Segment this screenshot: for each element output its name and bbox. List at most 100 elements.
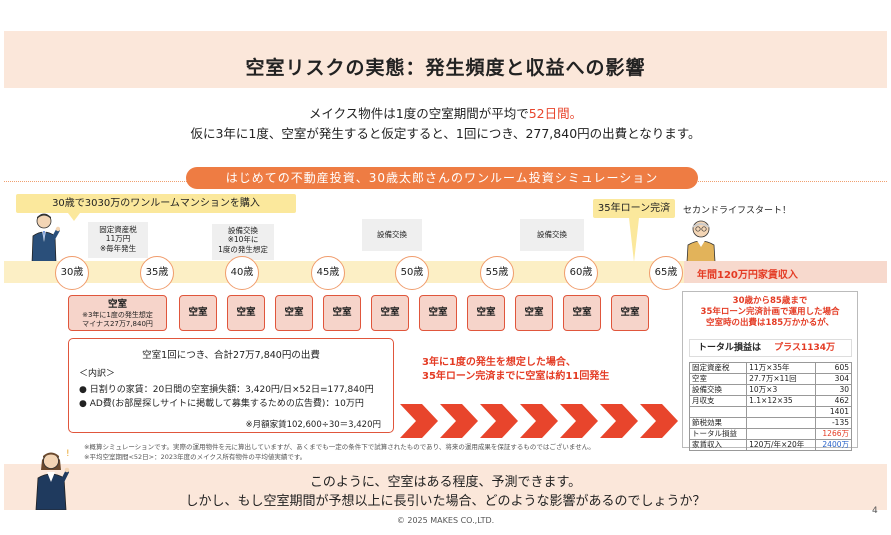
cell-label: 固定資産税 bbox=[688, 362, 748, 374]
vacancy-frequency-note: 3年に1度の発生を想定した場合、 35年ローン完済までに空室は約11回発生 bbox=[422, 356, 642, 383]
table-row: トータル損益 1266万 bbox=[688, 428, 853, 440]
disclaimer-line: ※概算シミュレーションです。実際の運用物件を元に算出していますが、あくまでも一定… bbox=[84, 443, 595, 451]
intro-line-1: メイクス物件は1度の空室期間が平均で52日間。 bbox=[0, 103, 891, 122]
vacancy-box: 空室 bbox=[275, 295, 313, 331]
vacancy-box: 空室 bbox=[467, 295, 505, 331]
annual-income-label: 年間120万円家賃収入 bbox=[697, 270, 798, 281]
age-marker: 40歳 bbox=[225, 256, 259, 290]
total-profit-value: プラス1134万 bbox=[774, 343, 836, 353]
event-line: 固定資産税 bbox=[99, 225, 137, 234]
panel-heading: 30歳から85歳まで 35年ローン完済計画で運用した場合 空室時の出費は185万… bbox=[683, 296, 857, 329]
page-title: 空室リスクの実態：発生頻度と収益への影響 bbox=[245, 57, 646, 79]
cost-breakdown-box: 空室1回につき、合計27万7,840円の出費 ＜内訳＞ ● 日割りの家賃：20日… bbox=[68, 338, 394, 433]
cell-value: 605 bbox=[814, 362, 853, 374]
note-line: 35年ローン完済までに空室は約11回発生 bbox=[422, 370, 610, 382]
cell-label: 節税効果 bbox=[688, 417, 748, 429]
intro-line-1-accent: 52日間。 bbox=[528, 106, 583, 121]
vacancy-box: 空室 bbox=[515, 295, 553, 331]
cell-label bbox=[688, 406, 748, 418]
cell-value: 462 bbox=[814, 395, 853, 407]
intro-line-1-prefix: メイクス物件は1度の空室期間が平均で bbox=[308, 106, 529, 121]
second-life-label: セカンドライフスタート！ bbox=[683, 206, 792, 216]
vacancy-first-box: 空室 ※3年に1度の発生想定 マイナス27万7,840円 bbox=[68, 295, 167, 331]
event-equipment-replacement: 設備交換 bbox=[520, 219, 584, 251]
age-marker: 65歳 bbox=[649, 256, 683, 290]
age-marker: 60歳 bbox=[564, 256, 598, 290]
breakdown-ad-fee: ● AD費(お部屋探しサイトに掲載して募集するための広告費)：10万円 bbox=[79, 399, 364, 409]
chevron-arrows-icon bbox=[400, 404, 678, 438]
age-marker: 35歳 bbox=[140, 256, 174, 290]
age-marker: 55歳 bbox=[480, 256, 514, 290]
cell-value: 30 bbox=[814, 384, 853, 396]
note-line: 3年に1度の発生を想定した場合、 bbox=[422, 357, 576, 368]
vacancy-box: 空室 bbox=[419, 295, 457, 331]
cell-label: 月収支 bbox=[688, 395, 748, 407]
copyright: © 2025 MAKES CO.,LTD. bbox=[396, 516, 495, 525]
vacancy-box: 空室 bbox=[179, 295, 217, 331]
svg-text:!: ! bbox=[66, 449, 70, 459]
breakdown-rent-loss: ● 日割りの家賃：20日間の空室損失額：3,420円/日×52日=177,840… bbox=[79, 385, 374, 395]
vacancy-label: 空室 bbox=[107, 299, 127, 310]
vacancy-box: 空室 bbox=[371, 295, 409, 331]
page-number: 4 bbox=[872, 506, 878, 516]
cell-label: トータル損益 bbox=[688, 428, 748, 440]
title-band bbox=[4, 31, 887, 88]
conclusion-line-2: しかし、もし空室期間が予想以上に長引いた場合、どのような影響があるのでしょうか？ bbox=[185, 494, 706, 509]
simulation-title-bar: はじめての不動産投資、30歳太郎さんのワンルーム投資シミュレーション bbox=[186, 167, 698, 189]
panel-head-line: 空室時の出費は185万かかるが、 bbox=[705, 318, 835, 329]
vacancy-note: ※3年に1度の発生想定 bbox=[82, 311, 153, 320]
elderly-man-icon bbox=[686, 220, 716, 262]
event-property-tax: 固定資産税 11万円 ※毎年発生 bbox=[88, 222, 148, 258]
panel-head-line: 30歳から85歳まで bbox=[732, 296, 808, 306]
event-equipment-replacement: 設備交換 bbox=[362, 219, 422, 251]
conclusion-band bbox=[4, 464, 887, 510]
cell-value: 1266万 bbox=[814, 428, 853, 440]
event-line: ※10年に bbox=[227, 235, 259, 245]
age-marker: 45歳 bbox=[311, 256, 345, 290]
vacancy-box: 空室 bbox=[563, 295, 601, 331]
cell-calc bbox=[746, 417, 816, 429]
intro-line-2: 仮に3年に1度、空室が発生すると仮定すると、1回につき、277,840円の出費と… bbox=[190, 126, 701, 141]
cell-label: 空室 bbox=[688, 373, 748, 385]
cell-calc: 1.1×12×35 bbox=[746, 395, 816, 407]
breakdown-subtitle: ＜内訳＞ bbox=[79, 369, 116, 379]
vacancy-box: 空室 bbox=[227, 295, 265, 331]
cell-value: 304 bbox=[814, 373, 853, 385]
cell-label: 家賃収入 bbox=[688, 439, 748, 451]
breakdown-note: ※月額家賃102,600÷30＝3,420円 bbox=[245, 420, 381, 430]
cell-value: 1401 bbox=[814, 406, 853, 418]
cell-calc bbox=[746, 406, 816, 418]
vacancy-box: 空室 bbox=[611, 295, 649, 331]
cell-calc: 11万×35年 bbox=[746, 362, 816, 374]
profit-summary-panel: 30歳から85歳まで 35年ローン完済計画で運用した場合 空室時の出費は185万… bbox=[682, 291, 858, 451]
cell-calc bbox=[746, 428, 816, 440]
cell-calc: 27.7万×11回 bbox=[746, 373, 816, 385]
event-line: 設備交換 bbox=[228, 226, 258, 235]
event-line: 1度の発生想定 bbox=[218, 244, 268, 254]
vacancy-cost: マイナス27万7,840円 bbox=[82, 320, 153, 329]
cell-label: 設備交換 bbox=[688, 384, 748, 396]
age-marker: 30歳 bbox=[55, 256, 89, 290]
table-row: 1401 bbox=[688, 406, 853, 418]
purchase-banner: 30歳で3030万のワンルームマンションを購入 bbox=[16, 194, 296, 221]
businessman-icon bbox=[31, 213, 60, 264]
total-profit-bar: トータル損益は プラス1134万 bbox=[689, 339, 852, 357]
disclaimer-line: ※平均空室期間<52日>：2023年度のメイクス所有物件の平均値実績です。 bbox=[84, 453, 307, 461]
total-profit-prefix: トータル損益は bbox=[698, 343, 762, 353]
businesswoman-icon: ! bbox=[35, 449, 70, 510]
conclusion-line-1: このように、空室はある程度、予測できます。 bbox=[309, 475, 582, 490]
event-line: ※毎年発生 bbox=[99, 243, 137, 253]
event-line: 11万円 bbox=[105, 234, 131, 244]
cell-calc: 120万/年×20年 bbox=[746, 439, 816, 451]
event-equipment-replacement: 設備交換 ※10年に 1度の発生想定 bbox=[212, 224, 274, 260]
loan-complete-banner: 35年ローン完済 bbox=[593, 199, 675, 262]
cell-value: -135 bbox=[814, 417, 853, 429]
panel-head-line: 35年ローン完済計画で運用した場合 bbox=[700, 307, 840, 318]
age-marker: 50歳 bbox=[395, 256, 429, 290]
